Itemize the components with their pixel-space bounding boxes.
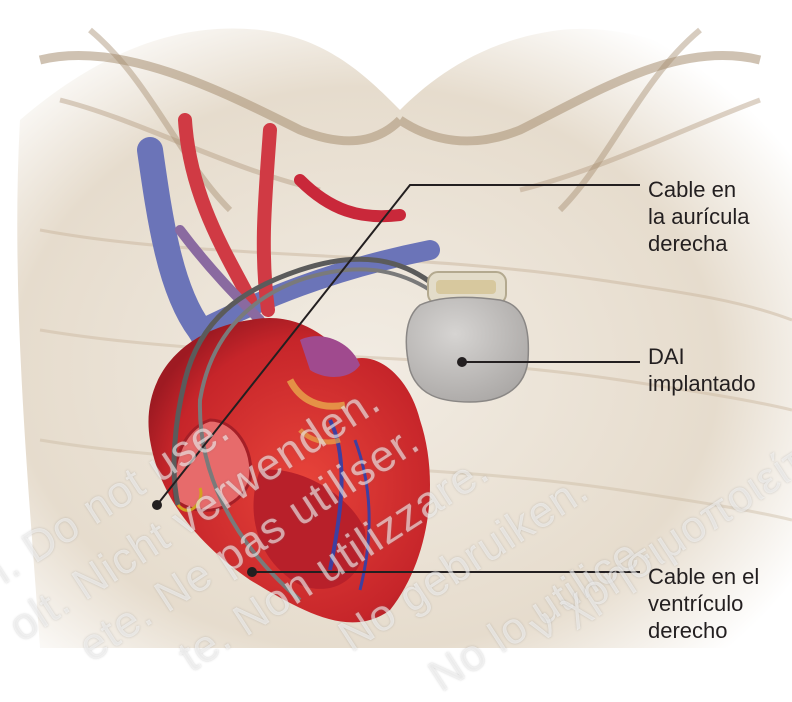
label-icd: DAI implantado xyxy=(648,343,756,397)
label-atrial-lead-line-1: Cable en xyxy=(648,176,750,203)
label-icd-line-2: implantado xyxy=(648,370,756,397)
label-ventricular-lead-line-1: Cable en el xyxy=(648,563,759,590)
label-atrial-lead-line-2: la aurícula xyxy=(648,203,750,230)
label-atrial-lead-line-3: derecha xyxy=(648,230,750,257)
label-atrial-lead: Cable en la aurícula derecha xyxy=(648,176,750,257)
label-ventricular-lead-line-3: derecho xyxy=(648,617,759,644)
icd-marker-dot xyxy=(457,357,467,367)
label-icd-line-1: DAI xyxy=(648,343,756,370)
label-ventricular-lead-line-2: ventrículo xyxy=(648,590,759,617)
label-ventricular-lead: Cable en el ventrículo derecho xyxy=(648,563,759,644)
